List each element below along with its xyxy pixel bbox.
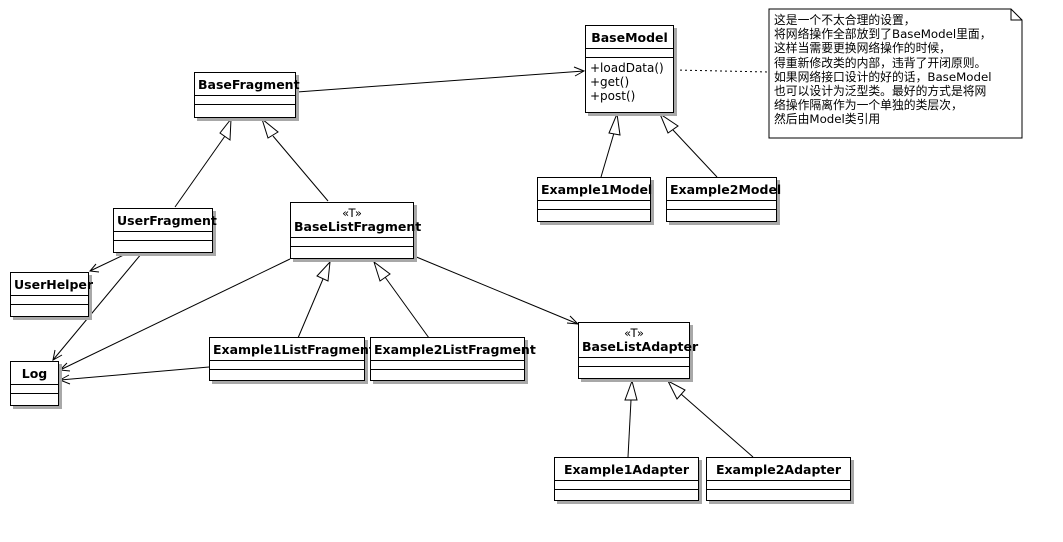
operations-section [707, 489, 850, 498]
operations-section [555, 489, 698, 498]
class-name: Log [21, 366, 48, 381]
association-baselistfragment-log [58, 258, 291, 372]
class-header: «T» BaseListAdapter [579, 323, 698, 357]
class-name: UserHelper [14, 277, 94, 292]
operations-section [579, 366, 689, 375]
class-baselistfragment[interactable]: «T» BaseListFragment [290, 202, 421, 259]
class-name: Example2ListFragment [374, 342, 536, 357]
stereotype: «T» [624, 326, 644, 340]
class-name: Example2Adapter [715, 462, 842, 477]
note-shape [768, 8, 1023, 139]
class-name: Example1Model [541, 182, 653, 197]
note-dogear [1010, 9, 1022, 21]
association-example1listfragment-log [58, 366, 210, 385]
class-name: BaseModel [591, 30, 668, 45]
class-userhelper[interactable]: UserHelper [10, 272, 94, 317]
generalization-example1listfragment-baselistfragment [297, 260, 331, 339]
note-line: 这是一个不太合理的设置， [774, 13, 916, 27]
class-name: Example1Adapter [563, 462, 690, 477]
stereotype: «T» [342, 206, 362, 220]
attributes-section [11, 384, 58, 393]
class-name: BaseFragment [198, 77, 300, 92]
note-line: 然后由Model类引用 [774, 112, 881, 127]
operations-section [667, 209, 776, 218]
attributes-section [538, 200, 650, 209]
association-basefragment-basemodel [296, 66, 586, 93]
class-example2adapter[interactable]: Example2Adapter [706, 457, 851, 501]
class-log[interactable]: Log [10, 361, 59, 406]
class-example1adapter[interactable]: Example1Adapter [554, 457, 699, 501]
method-get: +get() [590, 75, 630, 89]
class-example1listfragment[interactable]: Example1ListFragment [209, 337, 375, 381]
class-example2model[interactable]: Example2Model [666, 177, 782, 222]
class-header: «T» BaseListFragment [291, 203, 421, 237]
class-userfragment[interactable]: UserFragment [113, 208, 217, 253]
class-name: UserFragment [117, 213, 217, 228]
note-line: 如果网络接口设计的好的话，BaseModel [774, 69, 992, 84]
class-name: Example2Model [670, 182, 782, 197]
association-userfragment-log [52, 252, 143, 361]
attributes-section [114, 231, 212, 240]
class-name: BaseListFragment [294, 219, 422, 234]
generalization-userfragment-basefragment [174, 117, 232, 208]
generalization-example2model-basemodel [658, 112, 718, 178]
attributes-section [579, 357, 689, 366]
attributes-section [11, 295, 88, 304]
operations-section [11, 393, 58, 402]
operations-section [210, 369, 364, 378]
class-basemodel[interactable]: BaseModel +loadData() +get() +post() [585, 25, 674, 113]
note-line: 络操作隔离作为一个单独的类层次， [774, 98, 963, 113]
operations-section: +loadData() +get() +post() [586, 57, 673, 103]
class-basefragment[interactable]: BaseFragment [194, 72, 300, 118]
attributes-section [371, 360, 524, 369]
association-baselistfragment-baselistadapter [413, 255, 580, 325]
class-baselistadapter[interactable]: «T» BaseListAdapter [578, 322, 698, 379]
operations-section [538, 209, 650, 218]
operations-section [371, 369, 524, 378]
class-example1model[interactable]: Example1Model [537, 177, 653, 222]
method-post: +post() [590, 89, 636, 103]
generalization-example1model-basemodel [600, 112, 621, 178]
operations-section [114, 240, 212, 249]
note-link-line [674, 69, 770, 73]
association-userfragment-userhelper [89, 251, 131, 273]
attributes-section [707, 480, 850, 489]
attributes-section [667, 200, 776, 209]
operations-section [11, 304, 88, 313]
class-name: Example1ListFragment [213, 342, 375, 357]
class-example2listfragment[interactable]: Example2ListFragment [370, 337, 536, 381]
method-loaddata: +loadData() [590, 61, 664, 75]
design-note[interactable]: 这是一个不太合理的设置， 将网络操作全部放到了BaseModel里面， 这样当需… [769, 9, 1022, 138]
generalization-example1adapter-baselistadapter [624, 379, 638, 458]
attributes-section [195, 95, 295, 104]
generalization-baselistfragment-basefragment [261, 117, 329, 202]
note-line: 也可以设计为泛型类。最好的方式是将网 [774, 84, 987, 99]
attributes-section [291, 237, 413, 246]
generalization-example2listfragment-baselistfragment [373, 260, 430, 339]
attributes-section [210, 360, 364, 369]
class-name: BaseListAdapter [582, 339, 699, 354]
operations-section [195, 104, 295, 113]
attributes-section [586, 48, 673, 57]
operations-section [291, 246, 413, 255]
note-line: 将网络操作全部放到了BaseModel里面， [774, 27, 992, 42]
generalization-example2adapter-baselistadapter [666, 379, 754, 458]
attributes-section [555, 480, 698, 489]
note-line: 这样当需要更换网络操作的时候， [774, 41, 951, 56]
note-line: 得重新修改类的内部，违背了开闭原则。 [774, 55, 987, 70]
